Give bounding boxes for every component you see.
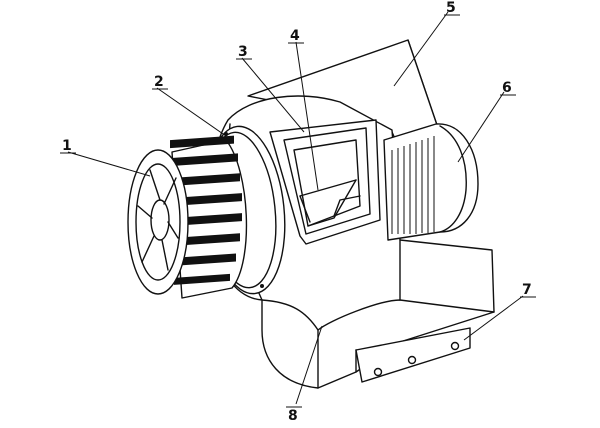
- leader-line-8: [295, 325, 323, 405]
- flange-bolt: [260, 284, 264, 288]
- leader-line-2: [156, 87, 227, 137]
- callout-2: 2: [154, 74, 164, 90]
- bolt-hole: [450, 341, 460, 351]
- leader-line-7: [463, 295, 524, 341]
- base-flange: [355, 327, 471, 383]
- outlet-inner-duct: [299, 179, 361, 227]
- impeller-blades: [137, 169, 179, 271]
- callout-3: 3: [238, 44, 248, 60]
- bolt-hole: [407, 355, 417, 365]
- callout-5: 5: [446, 0, 456, 16]
- leader-line-3: [241, 57, 305, 133]
- leader-line-4: [295, 41, 319, 191]
- callout-4: 4: [290, 28, 300, 44]
- callout-8: 8: [288, 408, 298, 424]
- leader-line-6: [457, 91, 505, 163]
- leader-lines: [67, 11, 524, 405]
- leader-line-5: [393, 11, 449, 87]
- inlet-impeller-guard: [127, 135, 248, 299]
- callout-labels: 1 2 3 4 5 6 7 8: [60, 0, 536, 424]
- motor: [383, 123, 479, 241]
- callout-7: 7: [522, 282, 532, 298]
- bolt-hole: [373, 367, 383, 377]
- callout-6: 6: [502, 80, 512, 96]
- motor-cooling-fins: [391, 136, 435, 234]
- callout-1: 1: [62, 138, 72, 154]
- outlet-port: [269, 119, 381, 245]
- leader-line-1: [67, 151, 151, 177]
